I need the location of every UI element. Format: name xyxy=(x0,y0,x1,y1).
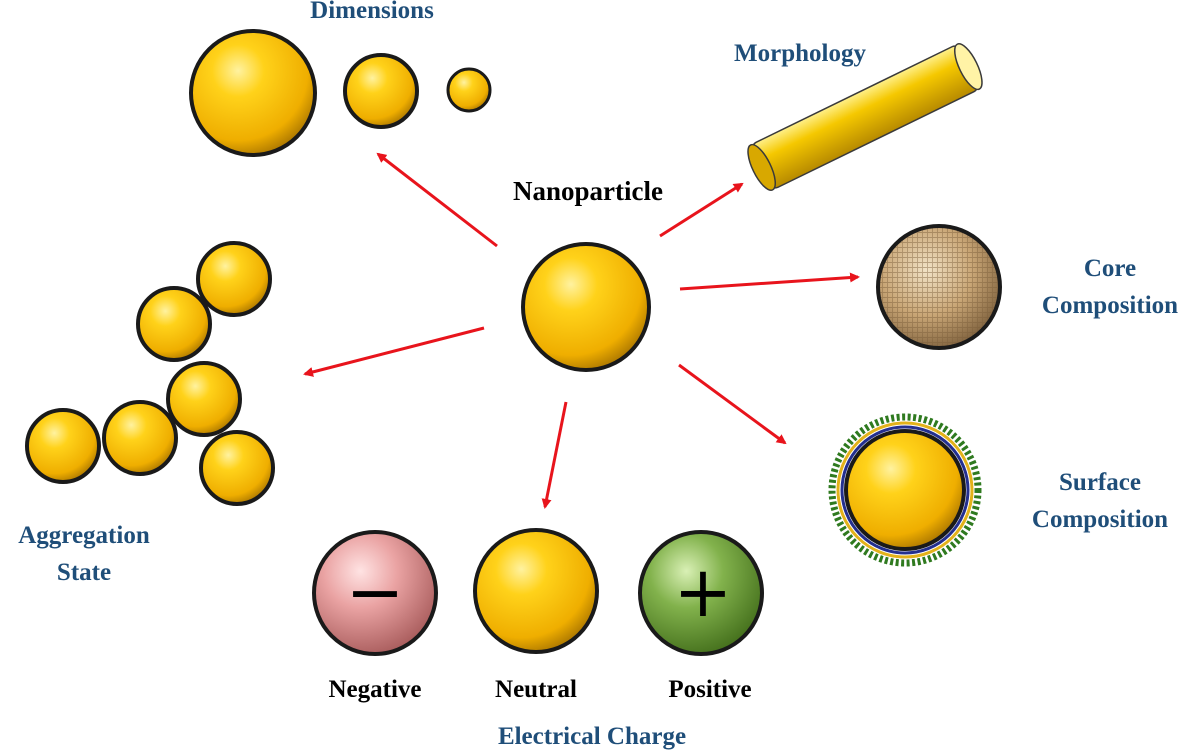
neutral-sphere xyxy=(473,528,599,654)
aggregation-cluster xyxy=(25,241,275,506)
electrical-charge-label: Electrical Charge xyxy=(497,723,687,750)
aggregation-label-line2: State xyxy=(56,559,112,586)
aggregate-particle xyxy=(166,361,242,437)
surface-composition-label: Surface Composition xyxy=(1010,464,1190,538)
negative-label: Negative xyxy=(328,676,422,703)
arrow-to-dimensions xyxy=(376,152,498,248)
aggregation-state-label: Aggregation State xyxy=(0,517,168,591)
negative-symbol: − xyxy=(346,551,405,633)
aggregation-label-line1: Aggregation xyxy=(18,522,150,549)
arrow-to-surface-composition xyxy=(678,363,787,445)
sphere-small xyxy=(446,67,492,113)
positive-sphere xyxy=(638,530,764,656)
aggregate-particle xyxy=(136,286,212,362)
neutral-label: Neutral xyxy=(495,676,577,703)
arrows xyxy=(303,152,860,509)
aggregate-particle xyxy=(196,241,272,317)
sphere-large xyxy=(189,29,317,157)
morphology-label: Morphology xyxy=(734,40,866,67)
charge-spheres: − + xyxy=(312,528,764,656)
center-label: Nanoparticle xyxy=(513,176,663,206)
core-sphere xyxy=(876,224,1002,350)
surface-sphere xyxy=(828,413,982,567)
core-label-line1: Core xyxy=(1083,255,1137,282)
arrow-to-morphology xyxy=(659,182,744,238)
negative-sphere xyxy=(312,530,438,656)
core-label-line2: Composition xyxy=(1041,292,1179,319)
surface-label-line1: Surface xyxy=(1059,469,1141,496)
dimensions-spheres xyxy=(189,29,492,157)
surface-label-line2: Composition xyxy=(1031,506,1169,533)
aggregate-particle xyxy=(199,430,275,506)
nanorod xyxy=(747,43,983,191)
central-nanoparticle xyxy=(521,242,651,372)
sphere-medium xyxy=(343,53,419,129)
positive-label: Positive xyxy=(668,676,752,703)
arrow-to-core-composition xyxy=(679,272,860,291)
positive-symbol: + xyxy=(674,551,733,633)
arrow-to-electrical-charge xyxy=(541,401,568,509)
aggregate-particle xyxy=(25,408,101,484)
arrow-to-aggregation xyxy=(303,326,485,377)
core-composition-label: Core Composition xyxy=(1020,250,1200,324)
aggregate-particle xyxy=(102,400,178,476)
dimensions-label: Dimensions xyxy=(310,0,434,24)
